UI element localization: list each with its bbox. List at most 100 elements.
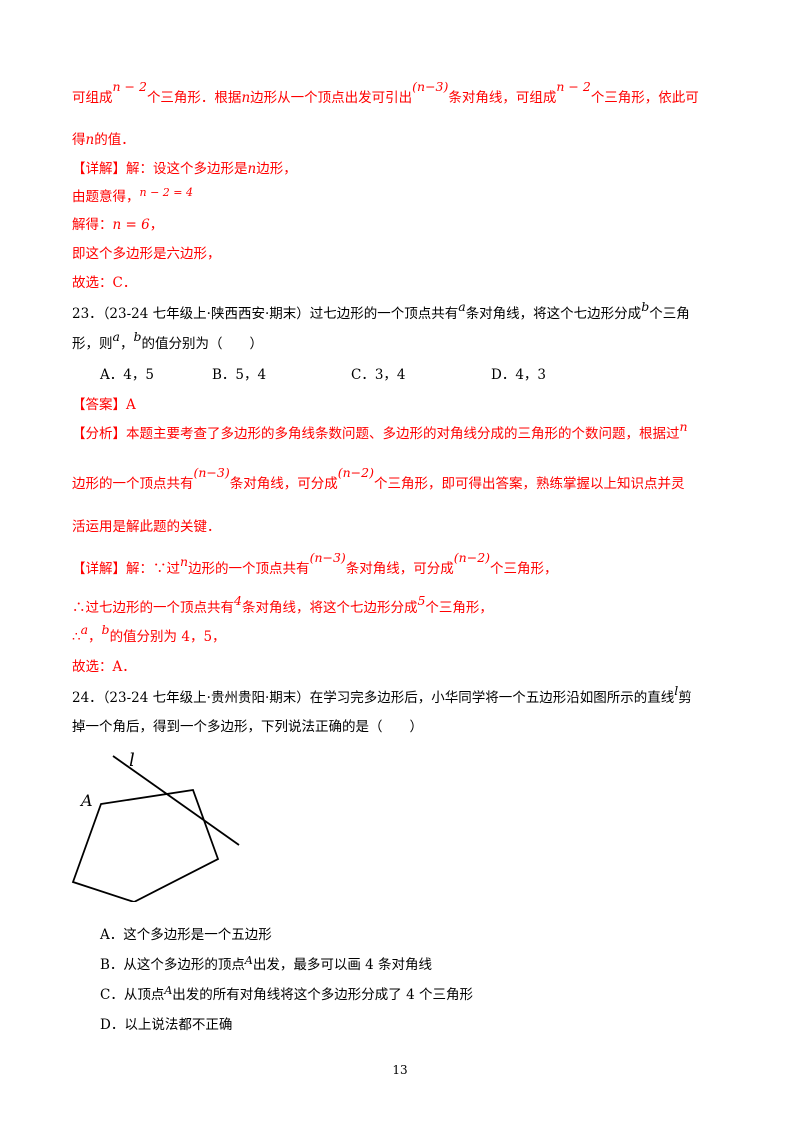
math-var: n <box>180 554 189 569</box>
math-var: n <box>241 90 251 106</box>
text: 个三角形， <box>490 561 558 577</box>
question-number: 23． <box>72 306 103 322</box>
text: 故选：A． <box>72 659 136 675</box>
text: ， <box>149 217 164 233</box>
conclusion-line: 即这个多边形是六边形， <box>72 244 221 264</box>
analysis-line-2: 边形的一个顶点共有(n−3)条对角线，可分成(n−2)个三角形，即可得出答案，熟… <box>72 465 684 494</box>
text: 解：∵过 <box>126 561 180 577</box>
analysis-line-3: 活运用是解此题的关键． <box>72 517 221 537</box>
option-d[interactable]: D．4，3 <box>491 367 547 383</box>
math-var: a <box>80 622 89 637</box>
text: 剪 <box>678 690 692 706</box>
text: 出发的所有对角线将这个多边形分成了 4 个三角形 <box>172 987 473 1003</box>
text: 本题主要考查了多边形的多角线条数问题、多边形的对角线分成的三角形的个数问题，根据… <box>126 426 680 442</box>
text: 活运用是解此题的关键． <box>72 519 221 535</box>
solution-line-2: 得n的值． <box>72 130 135 150</box>
math-expr: (n−3) <box>309 550 346 565</box>
option-c[interactable]: C．3，4 <box>351 367 406 383</box>
math-expr: n − 2 = 4 <box>139 186 194 199</box>
math-num: 4 <box>234 593 242 608</box>
text: 条对角线，可分成 <box>345 561 454 577</box>
text: 边形的一个顶点共有 <box>72 476 194 492</box>
q23-stem-line-1: 23．（23-24 七年级上·陕西西安·期末）过七边形的一个顶点共有a条对角线，… <box>72 299 690 324</box>
math-expr: (n−2) <box>453 550 491 565</box>
text: 条对角线，可组成 <box>448 90 557 106</box>
text: 出发，最多可以画 4 条对角线 <box>252 957 433 973</box>
question-number: 24． <box>72 690 103 706</box>
q24-option-a[interactable]: A．这个多边形是一个五边形 <box>100 925 272 945</box>
math-num: 5 <box>417 593 426 608</box>
text: 掉一个角后，得到一个多边形，下列说法正确的是（ ） <box>72 719 423 735</box>
text: 个三角 <box>649 306 690 322</box>
text: 条对角线，将这个七边形分成 <box>465 306 642 322</box>
text: 个三角形，依此可 <box>590 90 699 106</box>
text: 的值分别为（ ） <box>141 336 263 352</box>
text: ∴ <box>72 629 81 645</box>
choice-line: 故选：C． <box>72 273 136 293</box>
answer-tag: 【答案】 <box>72 397 126 413</box>
text: （23-24 七年级上·贵州贵阳·期末）在学习完多边形后，小华同学将一个五边形沿… <box>102 690 675 706</box>
math-expr: n − 2 <box>556 79 591 94</box>
text: 形，则 <box>72 336 113 352</box>
text: 条对角线，可分成 <box>229 476 338 492</box>
solution-line-1: 可组成n − 2个三角形．根据n边形从一个顶点出发可引出(n−3)条对角线，可组… <box>72 79 699 108</box>
equation-line: 由题意得，n − 2 = 4 <box>72 186 194 208</box>
analysis-line-1: 【分析】本题主要考查了多边形的多角线条数问题、多边形的对角线分成的三角形的个数问… <box>72 419 688 444</box>
answer-value: A <box>126 397 136 413</box>
math-var: n <box>85 132 95 148</box>
answer-line: 【答案】A <box>72 395 136 415</box>
text: D．以上说法都不正确 <box>100 1017 233 1033</box>
math-var: A <box>244 954 253 967</box>
solve-line: 解得：n = 6， <box>72 215 163 235</box>
q23-choice-line: 故选：A． <box>72 657 136 677</box>
math-var: a <box>458 299 466 314</box>
math-var: b <box>133 329 142 344</box>
math-expr: (n−3) <box>193 465 230 480</box>
math-expr: (n−3) <box>412 79 449 94</box>
text: 的值． <box>94 132 135 148</box>
page-number: 13 <box>392 1063 408 1077</box>
pentagon-shape <box>71 788 220 903</box>
math-var: n <box>679 419 688 434</box>
text: ∴过七边形的一个顶点共有 <box>72 600 234 616</box>
text: （23-24 七年级上·陕西西安·期末）过七边形的一个顶点共有 <box>102 306 459 322</box>
q24-option-d[interactable]: D．以上说法都不正确 <box>100 1015 232 1035</box>
therefore-line-1: ∴过七边形的一个顶点共有4条对角线，将这个七边形分成5个三角形， <box>72 593 493 618</box>
q24-option-b[interactable]: B．从这个多边形的顶点A出发，最多可以画 4 条对角线 <box>100 954 433 976</box>
text: ， <box>119 336 134 352</box>
text: 由题意得， <box>72 189 140 205</box>
pentagon-svg: A l <box>71 750 240 903</box>
text: 边形， <box>256 161 297 177</box>
math-expr: n = 6 <box>112 217 150 233</box>
detail-tag: 【详解】 <box>72 161 126 177</box>
math-expr: n − 2 <box>112 79 147 94</box>
pentagon-figure: A l <box>68 750 248 903</box>
text: A．这个多边形是一个五边形 <box>100 927 272 943</box>
text: 的值分别为 4，5， <box>109 629 226 645</box>
line-label-l: l <box>129 752 135 771</box>
text: C．从顶点 <box>100 987 165 1003</box>
text: 个三角形， <box>425 600 493 616</box>
math-var: b <box>101 622 110 637</box>
text: 解得： <box>72 217 113 233</box>
detail-line: 【详解】解：设这个多边形是n边形， <box>72 159 297 179</box>
math-var: A <box>164 984 173 997</box>
text: 可组成 <box>72 90 113 106</box>
line-l <box>112 755 240 846</box>
option-b[interactable]: B．5，4 <box>212 367 267 383</box>
math-var: b <box>641 299 650 314</box>
math-var: a <box>112 329 120 344</box>
text: 解：设这个多边形是 <box>126 161 248 177</box>
text: ， <box>88 629 102 645</box>
q23-stem-line-2: 形，则a，b的值分别为（ ） <box>72 329 263 354</box>
text: 得 <box>72 132 86 148</box>
q24-stem-line-2: 掉一个角后，得到一个多边形，下列说法正确的是（ ） <box>72 717 423 737</box>
therefore-line-2: ∴a，b的值分别为 4，5， <box>72 622 226 647</box>
text: 条对角线，将这个七边形分成 <box>241 600 418 616</box>
analysis-tag: 【分析】 <box>72 426 126 442</box>
text: 个三角形．根据 <box>146 90 242 106</box>
math-var: n <box>247 161 257 177</box>
option-a[interactable]: A．4，5 <box>100 367 154 383</box>
q24-option-c[interactable]: C．从顶点A出发的所有对角线将这个多边形分成了 4 个三角形 <box>100 984 473 1006</box>
